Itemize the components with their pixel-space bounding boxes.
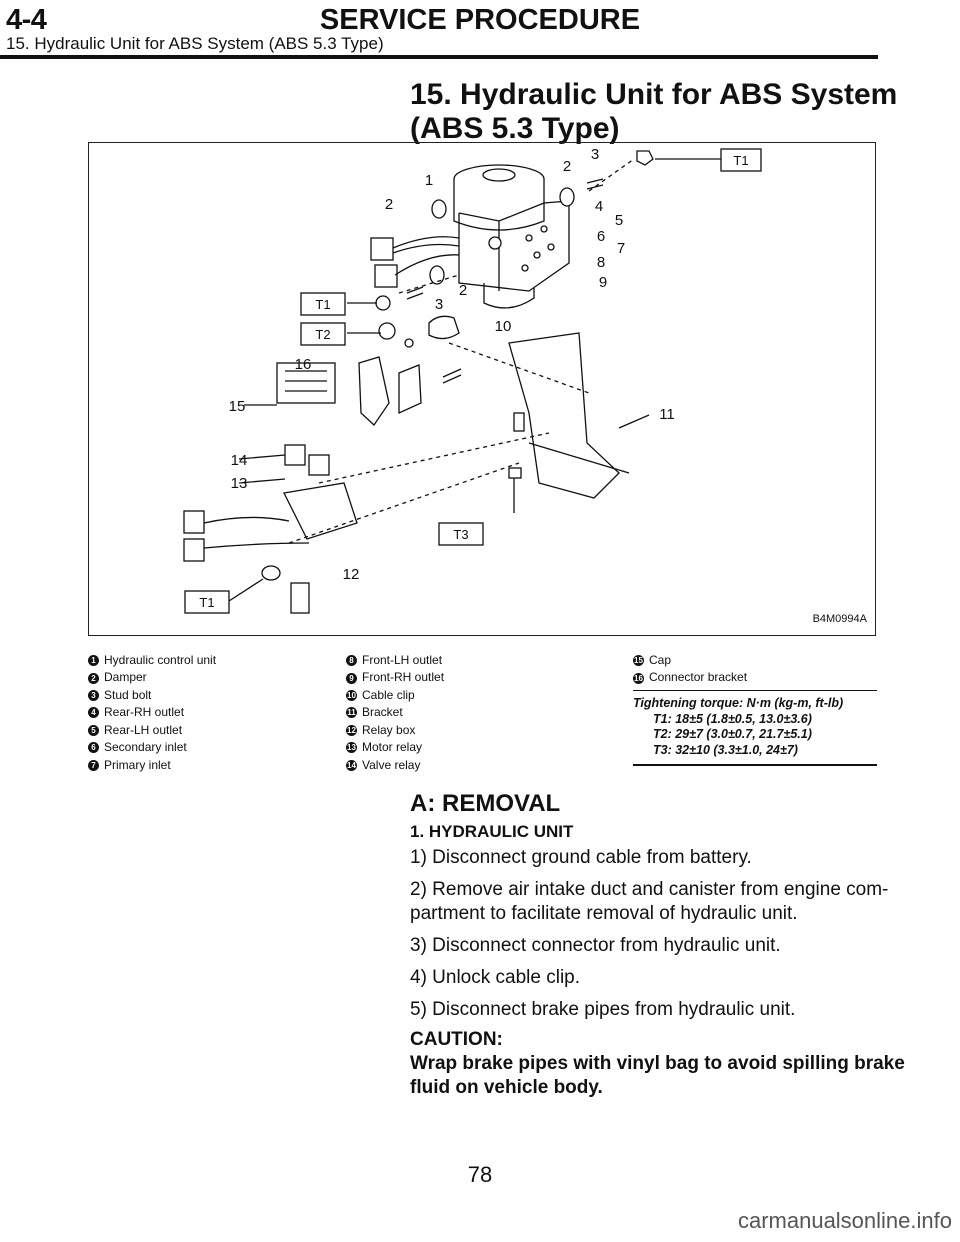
page-title-line1: 15. Hydraulic Unit for ABS System [410, 78, 898, 111]
page-number: 78 [467, 1162, 493, 1187]
page-title: 15. Hydraulic Unit for ABS System (ABS 5… [410, 78, 897, 146]
torque-t1: T1: 18±5 (1.8±0.5, 13.0±3.6) [653, 711, 812, 726]
torque-specification: Tightening torque: N·m (kg-m, ft-lb) T1:… [633, 690, 877, 766]
callout-boxes [184, 148, 762, 614]
page-title-line2: (ABS 5.3 Type) [410, 112, 620, 145]
header-subtitle: 15. Hydraulic Unit for ABS System (ABS 5… [6, 34, 384, 53]
caution-label: CAUTION: [410, 1029, 503, 1050]
connector-drawing [370, 236, 460, 288]
leader-lines [228, 158, 721, 602]
part-number-label: 7 [617, 240, 625, 257]
torque-callout-label: T1 [199, 595, 214, 610]
torque-callout-label: T1 [733, 153, 748, 168]
caution-line1: Wrap brake pipes with vinyl bag to avoid… [410, 1053, 905, 1074]
part-number-label: 10 [495, 318, 512, 335]
relay-box-drawing [183, 362, 522, 614]
section-heading: A: REMOVAL [410, 790, 561, 817]
bracket-drawing [358, 332, 630, 499]
part-number-label: 11 [659, 406, 675, 423]
page-header: 4-4 SERVICE PROCEDURE 15. Hydraulic Unit… [0, 0, 960, 62]
part-number-label: 2 [385, 196, 393, 213]
callout-text: T1 T1 T2 T3 T1 [199, 153, 748, 610]
assembly-lines [288, 158, 635, 544]
part-number-label: 6 [597, 228, 605, 245]
subsection-heading: 1. HYDRAULIC UNIT [410, 822, 574, 841]
step-3: 3) Disconnect connector from hydraulic u… [410, 935, 781, 956]
caution-line2: fluid on vehicle body. [410, 1077, 603, 1098]
step-4: 4) Unlock cable clip. [410, 967, 581, 988]
header-title: SERVICE PROCEDURE [319, 4, 641, 36]
part-number-label: 3 [435, 296, 443, 313]
hydraulic-unit-drawing [453, 164, 570, 309]
part-number-label: 9 [599, 274, 607, 291]
figure-code: B4M0994A [812, 613, 867, 625]
torque-callout-label: T2 [315, 327, 330, 342]
watermark: carmanualsonline.info [737, 1208, 952, 1233]
section-number: 4-4 [6, 4, 47, 36]
torque-callout-label: T1 [315, 297, 330, 312]
part-number-label: 5 [615, 212, 623, 229]
diagram-drawing: T1 T1 T2 T3 T1 1 2 3 2 4 5 6 7 8 9 3 2 1… [183, 146, 762, 614]
part-number-label: 3 [591, 146, 599, 163]
torque-t3: T3: 32±10 (3.3±1.0, 24±7) [653, 742, 798, 757]
part-number-label: 4 [595, 198, 603, 215]
part-number-label: 12 [343, 566, 360, 583]
part-number-label: 13 [231, 475, 248, 492]
step-2-line1: 2) Remove air intake duct and canister f… [410, 879, 889, 900]
step-5: 5) Disconnect brake pipes from hydraulic… [410, 999, 796, 1020]
part-number-label: 15 [229, 398, 246, 415]
exploded-diagram: T1 T1 T2 T3 T1 1 2 3 2 4 5 6 7 8 9 3 2 1… [88, 142, 876, 636]
torque-callout-label: T3 [453, 527, 468, 542]
small-parts-drawing [375, 150, 654, 384]
part-number-label: 8 [597, 254, 605, 271]
part-number-label: 16 [295, 356, 312, 373]
step-1: 1) Disconnect ground cable from battery. [410, 847, 752, 868]
part-number-label: 1 [425, 172, 433, 189]
header-rule [0, 55, 878, 59]
torque-heading: Tightening torque: N·m (kg-m, ft-lb) [633, 696, 844, 710]
step-2-line2: partment to facilitate removal of hydrau… [410, 903, 798, 924]
torque-t2: T2: 29±7 (3.0±0.7, 21.7±5.1) [653, 727, 812, 741]
part-number-label: 14 [231, 452, 248, 469]
part-number-label: 2 [459, 282, 467, 299]
number-labels: 1 2 3 2 4 5 6 7 8 9 3 2 10 16 15 11 14 1… [229, 146, 675, 583]
part-number-label: 2 [563, 158, 571, 175]
